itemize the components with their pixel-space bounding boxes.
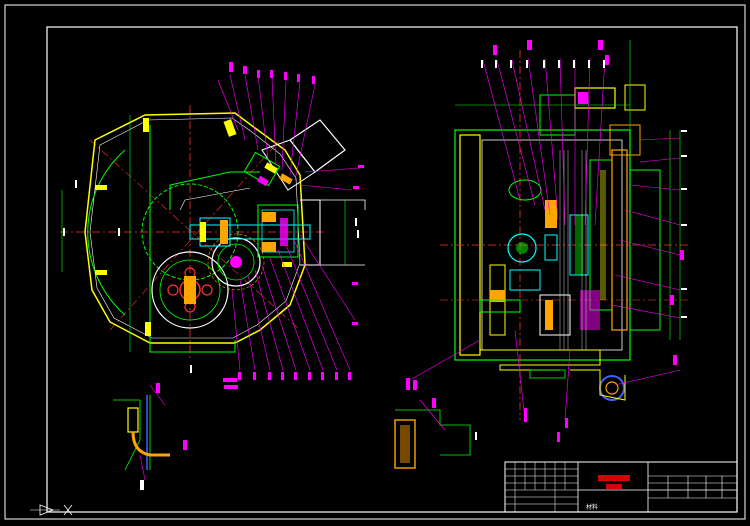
bolt-hole-1 (167, 284, 179, 296)
flange-detail-body (394, 419, 416, 469)
arm-inner (179, 187, 251, 211)
revision-grid (505, 462, 578, 512)
foot-bracket (570, 369, 626, 401)
coupling-housing (257, 204, 299, 258)
detail-label (140, 480, 144, 490)
upper-housing (539, 94, 576, 136)
detail-leader-2 (139, 454, 146, 481)
rib-2 (223, 119, 237, 137)
upper-cap-hatch (578, 92, 588, 104)
outer-border (4, 4, 746, 520)
detail-outline (113, 399, 141, 471)
section-housing (454, 129, 631, 361)
detail-fitting (127, 407, 139, 433)
flange-detail-label (475, 432, 477, 440)
coupling-hatch (200, 212, 288, 252)
upper-bracket (624, 84, 646, 111)
rib-6 (282, 262, 292, 267)
section-balloons (406, 40, 684, 442)
leader-lines-top (217, 74, 361, 191)
detail-leader-1 (149, 384, 166, 406)
leader-lines-bottom (231, 234, 356, 371)
section-view (406, 40, 690, 442)
base-outline (149, 125, 236, 353)
gear-large-shaft-section (184, 276, 196, 304)
motor-hatch (257, 162, 293, 187)
right-flange (630, 169, 661, 331)
input-shaft (189, 224, 311, 240)
gear-large (151, 251, 229, 329)
detail-balloon-1 (156, 383, 160, 393)
detail-pipe (131, 431, 170, 457)
diagonal-centerline (89, 139, 301, 331)
rib-4 (95, 270, 107, 275)
section-top-ticks (481, 60, 687, 318)
projection-symbol (30, 504, 73, 516)
gear-small-pitch (207, 233, 265, 291)
casing-arc (87, 149, 126, 316)
balloon-markers-bottom (223, 282, 358, 389)
housing-inner-outline (89, 117, 301, 339)
material-label: 材料 (586, 503, 598, 511)
rib-3 (95, 185, 107, 190)
section-gears (479, 149, 628, 336)
section-base (480, 349, 601, 371)
rib-1 (143, 118, 149, 132)
drawing-name-mark (598, 475, 630, 481)
flange-detail-balloon (432, 398, 436, 408)
front-view (60, 62, 366, 389)
gear-small-hub (230, 256, 242, 268)
drawing-subtitle-mark (606, 484, 622, 489)
flange-detail-hatch (400, 425, 410, 463)
foot-bolt-circle (599, 375, 625, 401)
motor-flange (261, 139, 316, 191)
section-leaders-bottom (409, 329, 571, 421)
gear-small (211, 237, 261, 287)
flange (300, 199, 321, 266)
rib-5 (145, 322, 151, 336)
detail-view-fitting (113, 383, 187, 490)
flange-detail-outline (395, 409, 471, 456)
foot-pad (529, 369, 566, 379)
shaft-end-core (516, 242, 528, 254)
output-shaft (320, 199, 366, 266)
shaft-end-circle (507, 233, 537, 263)
dimension-ticks (63, 180, 359, 373)
gear-large-inner (159, 259, 221, 321)
drawing-frame (46, 26, 738, 513)
oil-port (508, 179, 542, 201)
arm-outline (169, 171, 260, 210)
section-leaders-top (482, 57, 681, 386)
detail-view-flange (394, 398, 477, 469)
motor-mount (243, 151, 281, 187)
balloon-markers-top (229, 62, 364, 189)
foot-bolt-core (605, 381, 619, 395)
flange-detail-leader (419, 399, 446, 431)
coupling-inner (261, 209, 295, 253)
gear-small-inner (217, 243, 255, 281)
housing-outline (84, 112, 306, 344)
title-block: 材料 (504, 461, 738, 513)
bolt-hole-2 (201, 284, 213, 296)
title-block-frame (504, 461, 738, 513)
detail-balloon-2 (183, 440, 187, 450)
